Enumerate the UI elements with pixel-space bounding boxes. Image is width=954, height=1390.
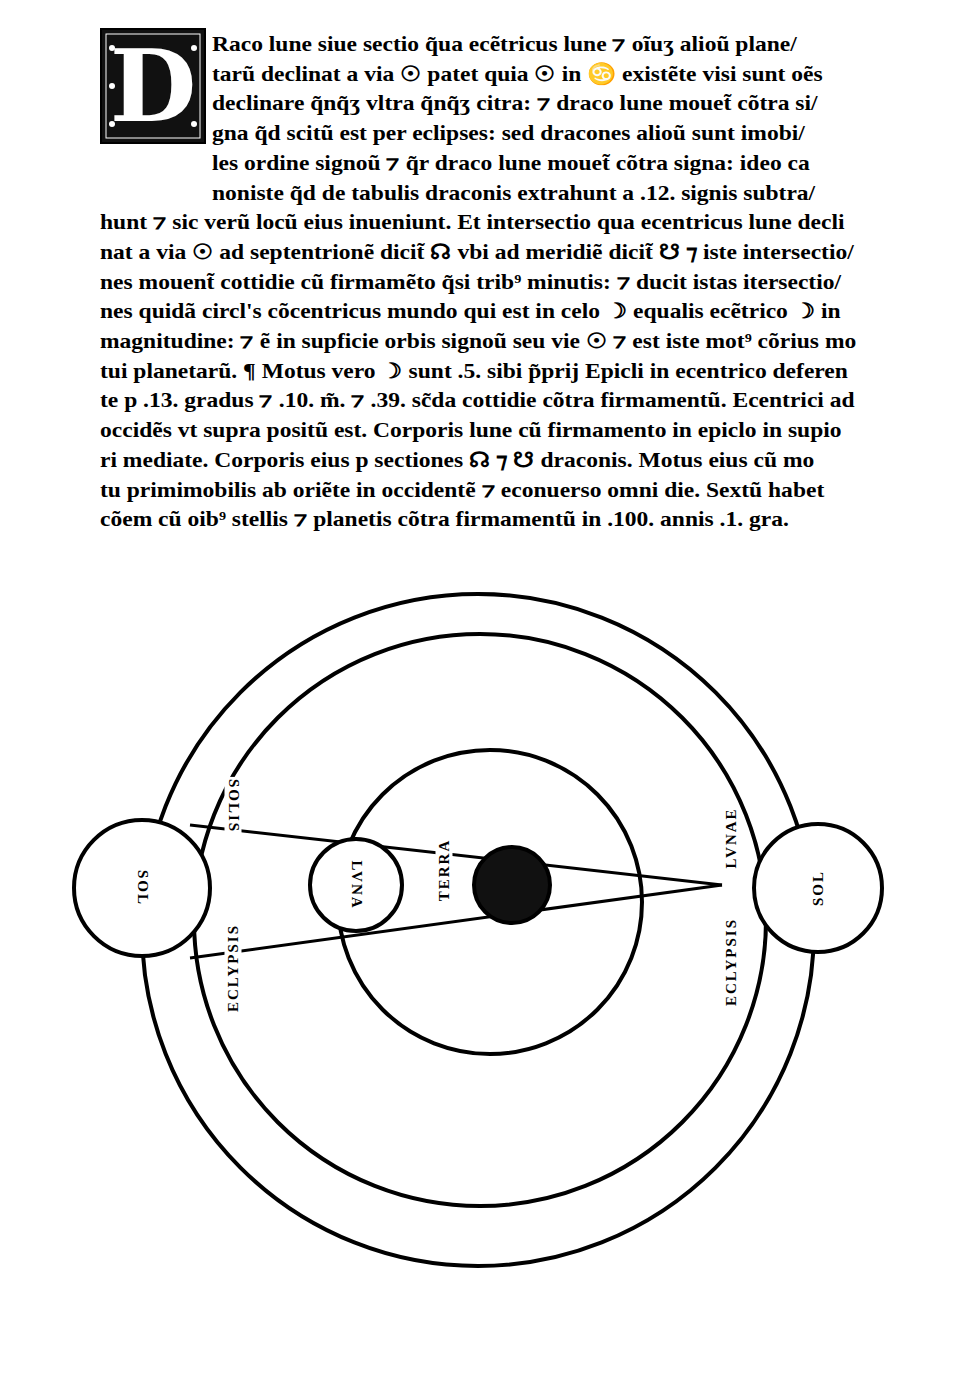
initial-letter-box: D [100, 28, 206, 144]
text-line: nes mouent̃ cottidie cũ firmamẽto q̃si t… [100, 270, 841, 294]
node-label: TERRA [436, 837, 453, 904]
sun-circle: SOL [752, 822, 884, 954]
diagram-label: ECLYPSIS [723, 916, 740, 1008]
text-line: declinare q̃nq̃ʒ vltra q̃nq̃ʒ citra: ⁊ d… [212, 91, 818, 115]
node-label: LVNA [348, 860, 365, 909]
text-line: tui planetarũ. ¶ Motus vero ☽ sunt .5. s… [100, 359, 848, 383]
diagram-label: ECLYPSIS [225, 922, 242, 1014]
middle-orb [194, 634, 766, 1206]
text-line: hunt ⁊ sic verũ locũ eius inueniunt. Et … [100, 210, 845, 234]
text-line: cõem cũ oib⁹ stellis ⁊ planetis cõtra fi… [100, 507, 789, 531]
text-line: nat a via ☉ ad septentrionẽ dicit̃ ☊ vbi… [100, 240, 854, 264]
text-line: Raco lune siue sectio q̃ua ecẽtricus lun… [212, 32, 797, 56]
text-line: tu primimobilis ab oriẽte in occidentẽ ⁊… [100, 478, 824, 502]
diagram-label: SOLIS [225, 777, 242, 835]
text-line: ri mediate. Corporis eius p sectiones ☊ … [100, 448, 814, 472]
text-line: te p .13. gradus ⁊ .10. m̃. ⁊ .39. sc̃da… [100, 388, 855, 412]
shadow-line [190, 885, 722, 958]
shadow-line [190, 825, 722, 885]
text-line: les ordine signoũ ⁊ q̃r draco lune mouet… [212, 151, 810, 175]
text-line: nes quidã circl's cõcentricus mundo qui … [100, 299, 841, 323]
sun-circle: SOL [72, 818, 212, 958]
node-label: SOL [134, 870, 151, 906]
outer-orb [142, 594, 814, 1266]
text-line: magnitudine: ⁊ ẽ in supficie orbis signo… [100, 329, 856, 353]
initial-letter: D [100, 28, 206, 144]
node-label: SOL [810, 870, 827, 906]
diagram-label: LVNAE [723, 805, 740, 870]
earth-circle: TERRA [472, 845, 552, 925]
moon-circle: LVNA [308, 837, 404, 933]
text-line: noniste q̃d de tabulis draconis extrahun… [212, 181, 815, 205]
text-line: occidẽs vt supra positũ est. Corporis lu… [100, 418, 842, 442]
text-line: tarũ declinat a via ☉ patet quia ☉ in ♋ … [212, 62, 823, 86]
circle-outline [472, 845, 552, 925]
text-line: gna q̃d scitũ est per eclipses: sed drac… [212, 121, 805, 145]
